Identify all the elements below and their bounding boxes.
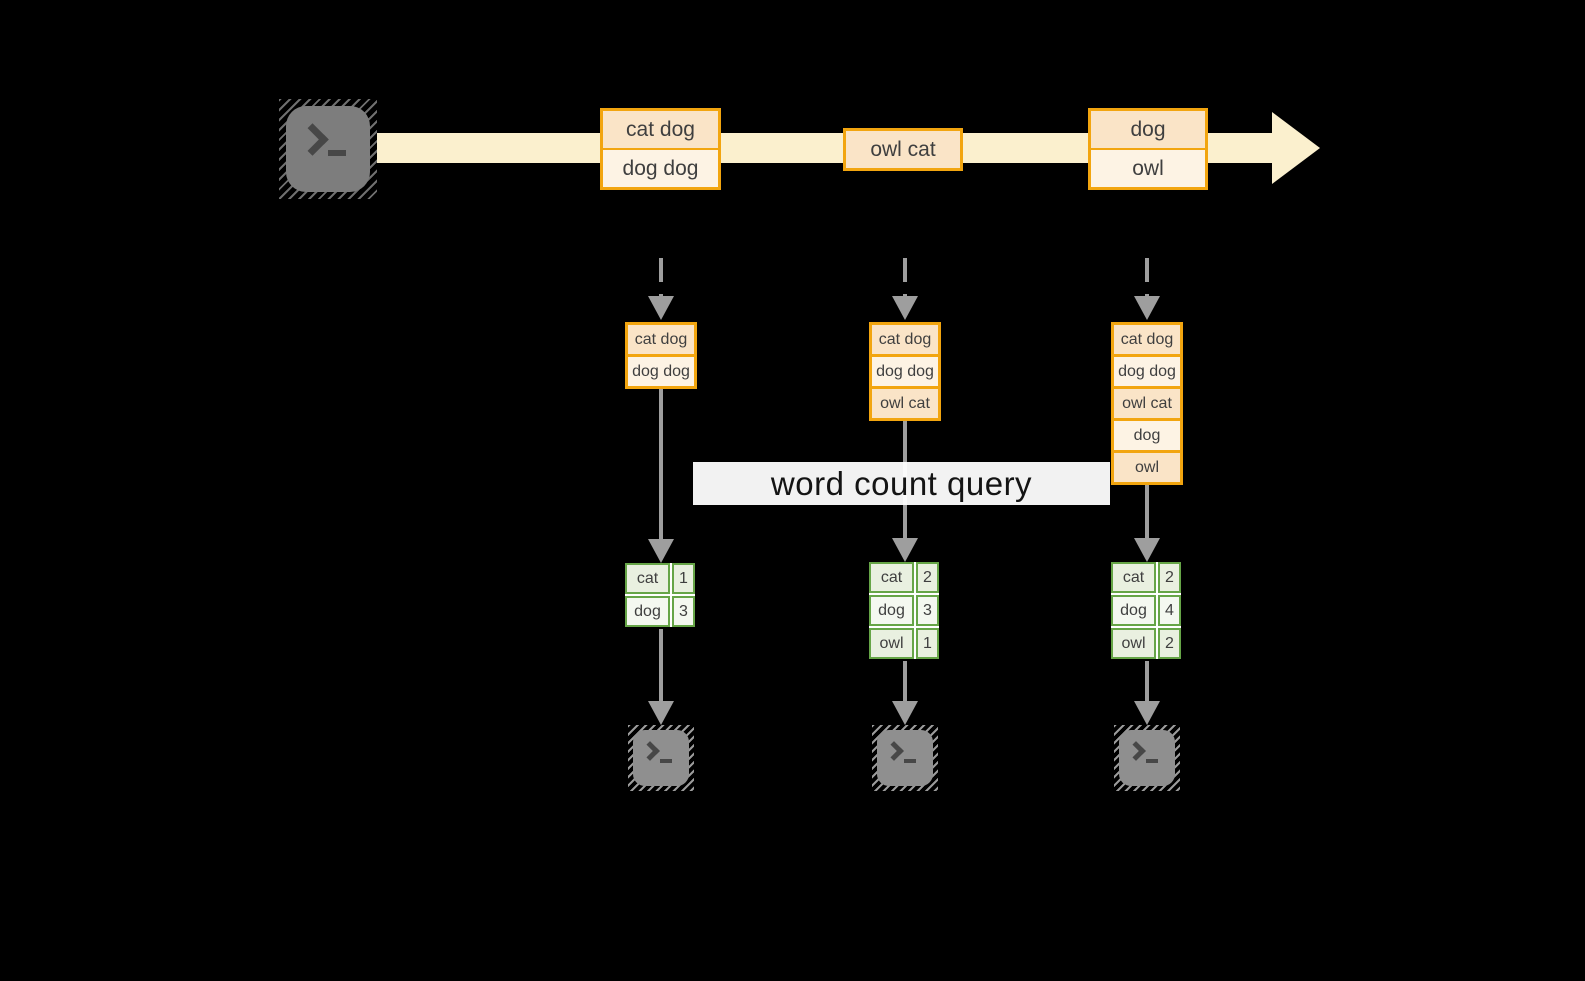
table-cell-word: cat (625, 563, 670, 594)
log-stack-3: cat dog dog dog owl cat dog owl (1111, 322, 1183, 485)
prompt-underscore-icon (660, 759, 672, 763)
table-cell-word: dog (1111, 595, 1156, 626)
stream-arrowhead-icon (1272, 112, 1320, 184)
query-label: word count query (770, 464, 1033, 502)
stream-event-3: dog owl (1088, 108, 1208, 190)
log-row: owl cat (1114, 386, 1180, 418)
table-cell-count: 3 (916, 595, 939, 626)
dashed-arrow-line (1145, 258, 1149, 298)
terminal-prompt-icon (1119, 730, 1175, 786)
stream-event-1: cat dog dog dog (600, 108, 721, 190)
sink-terminal-hatch (872, 725, 938, 791)
arrowhead-icon (1134, 701, 1160, 725)
arrow-line (659, 389, 663, 539)
source-terminal-hatch (279, 99, 377, 199)
log-row: cat dog (872, 325, 938, 354)
stream-event-row: cat dog (603, 111, 718, 148)
log-row: dog (1114, 418, 1180, 450)
arrowhead-icon (892, 538, 918, 562)
terminal-prompt-icon (633, 730, 689, 786)
count-table-1: cat 1 dog 3 (625, 563, 695, 627)
arrowhead-icon (648, 296, 674, 320)
prompt-underscore-icon (1146, 759, 1158, 763)
arrow-line (903, 661, 907, 702)
dashed-arrow-line (659, 258, 663, 298)
prompt-chevron-icon (640, 741, 660, 761)
count-table-2: cat 2 dog 3 owl 1 (869, 562, 939, 659)
sink-terminal-hatch (628, 725, 694, 791)
terminal-prompt-icon (286, 106, 370, 192)
table-cell-count: 1 (672, 563, 695, 594)
stream-event-2: owl cat (843, 128, 963, 171)
stream-event-row: dog dog (603, 148, 718, 187)
prompt-underscore-icon (904, 759, 916, 763)
table-cell-count: 3 (672, 596, 695, 627)
prompt-underscore-icon (328, 150, 346, 156)
arrowhead-icon (892, 296, 918, 320)
stream-event-row: owl (1091, 148, 1205, 187)
arrow-line (1145, 485, 1149, 538)
log-stack-1: cat dog dog dog (625, 322, 697, 389)
table-cell-count: 4 (1158, 595, 1181, 626)
table-cell-word: dog (625, 596, 670, 627)
log-stack-2: cat dog dog dog owl cat (869, 322, 941, 421)
stream-event-row: dog (1091, 111, 1205, 148)
query-label-band: word count query (693, 462, 1110, 505)
table-cell-count: 2 (1158, 628, 1181, 659)
prompt-chevron-icon (884, 741, 904, 761)
table-cell-count: 2 (1158, 562, 1181, 593)
table-cell-word: owl (869, 628, 914, 659)
log-row: cat dog (1114, 325, 1180, 354)
table-cell-word: cat (1111, 562, 1156, 593)
log-row: owl (1114, 450, 1180, 482)
arrowhead-icon (892, 701, 918, 725)
arrowhead-icon (648, 701, 674, 725)
table-cell-count: 1 (916, 628, 939, 659)
arrow-line (1145, 661, 1149, 702)
arrowhead-icon (648, 539, 674, 563)
log-row: dog dog (1114, 354, 1180, 386)
prompt-chevron-icon (296, 123, 329, 156)
table-cell-word: dog (869, 595, 914, 626)
prompt-chevron-icon (1126, 741, 1146, 761)
log-row: cat dog (628, 325, 694, 354)
log-row: dog dog (628, 354, 694, 386)
count-table-3: cat 2 dog 4 owl 2 (1111, 562, 1181, 659)
dashed-arrow-line (903, 258, 907, 298)
table-cell-word: owl (1111, 628, 1156, 659)
stream-event-row: owl cat (846, 131, 960, 168)
table-cell-word: cat (869, 562, 914, 593)
table-cell-count: 2 (916, 562, 939, 593)
arrowhead-icon (1134, 296, 1160, 320)
log-row: dog dog (872, 354, 938, 386)
arrowhead-icon (1134, 538, 1160, 562)
arrow-line (659, 629, 663, 702)
terminal-prompt-icon (877, 730, 933, 786)
sink-terminal-hatch (1114, 725, 1180, 791)
log-row: owl cat (872, 386, 938, 418)
